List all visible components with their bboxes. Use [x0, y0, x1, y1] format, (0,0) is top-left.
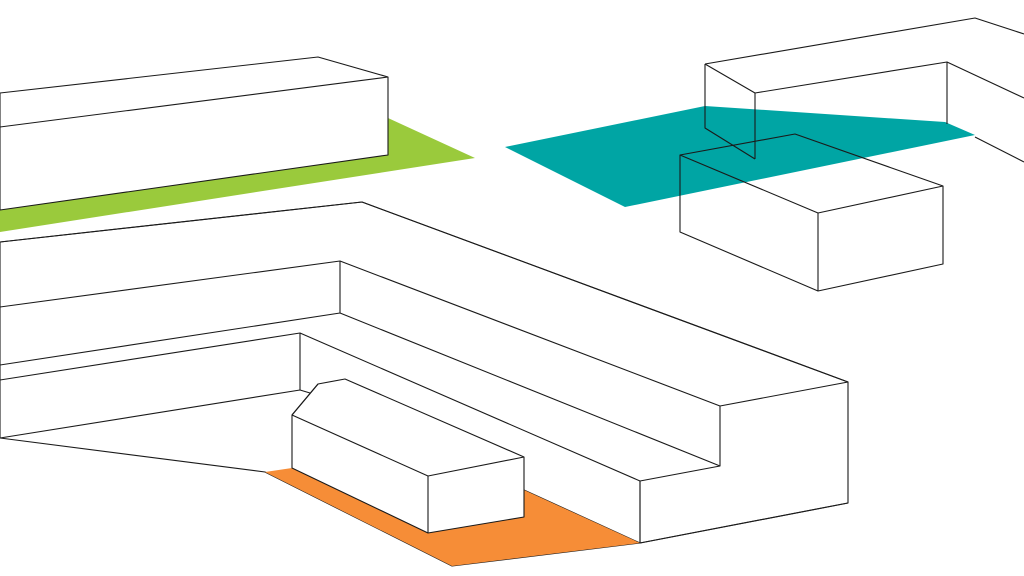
top-left-block [0, 56, 389, 211]
top-right-l-block [704, 17, 1024, 163]
green-ground-area [0, 118, 475, 232]
right-wireframe-block [679, 133, 944, 292]
small-gabled-block [291, 378, 525, 534]
teal-ground-area [505, 106, 975, 207]
